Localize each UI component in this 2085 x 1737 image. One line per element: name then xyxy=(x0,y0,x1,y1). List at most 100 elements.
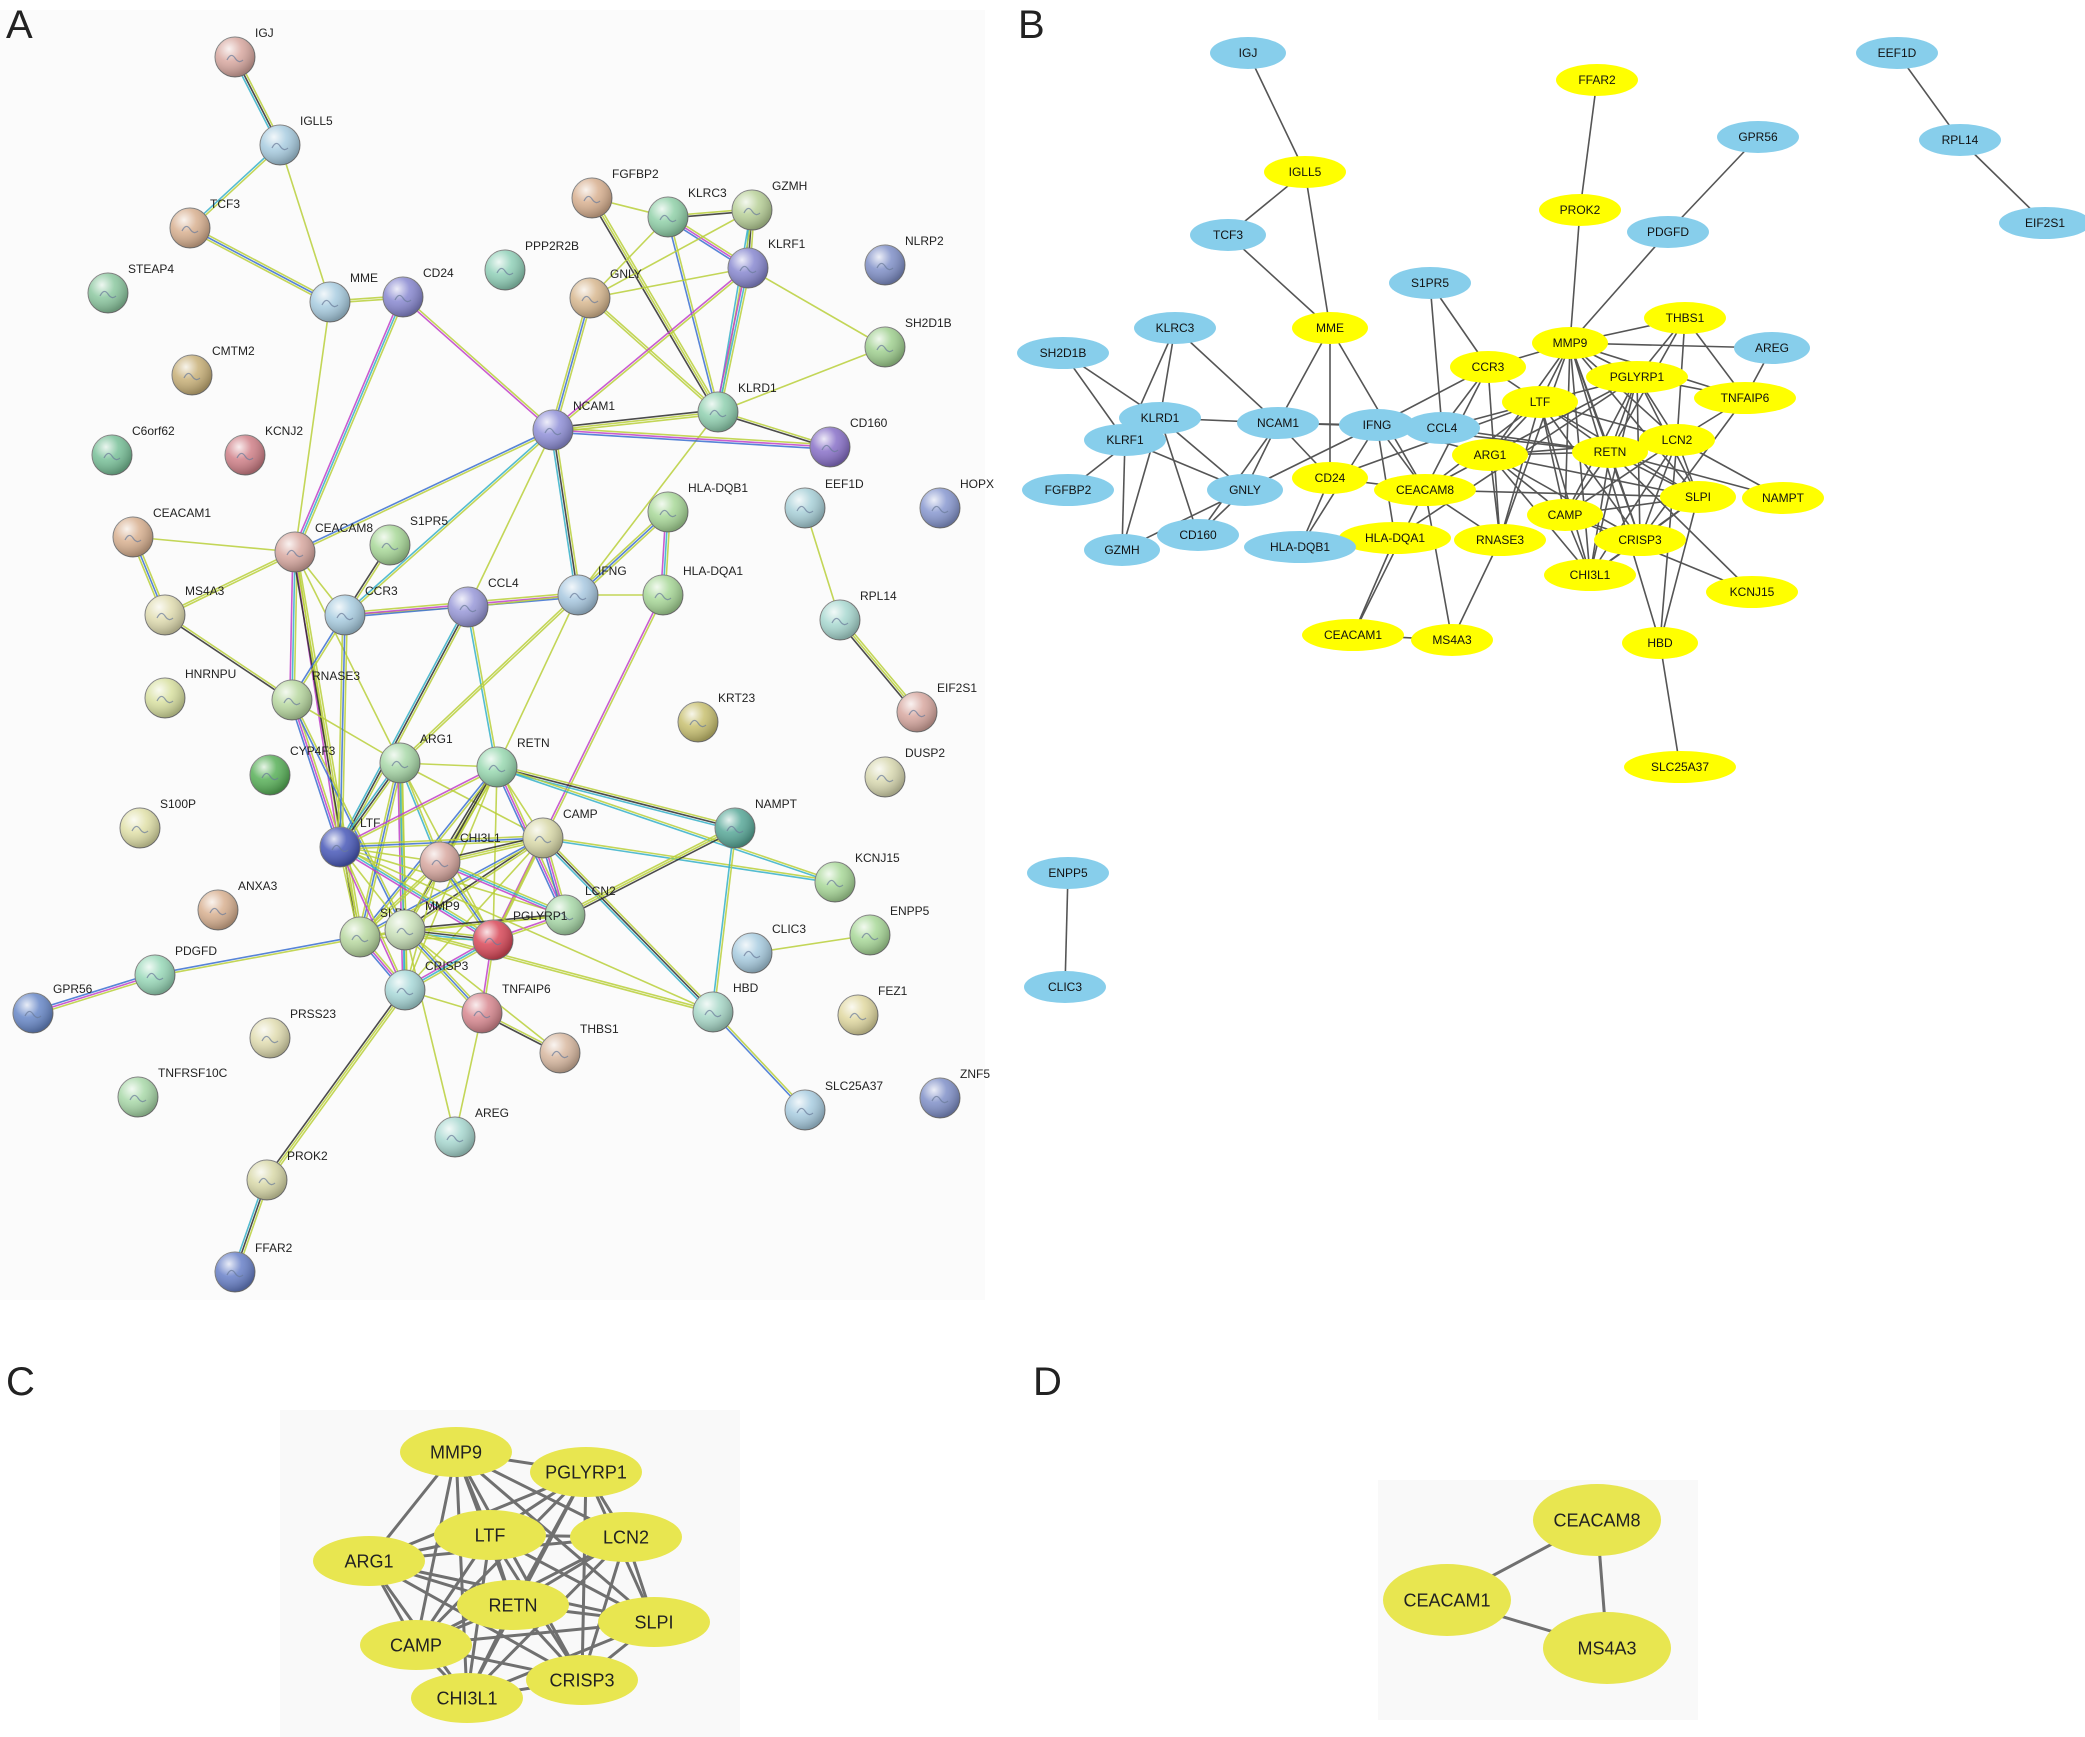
node-a-ms4a3[interactable]: MS4A3 xyxy=(144,584,225,636)
node-b-ceacam1[interactable]: CEACAM1 xyxy=(1302,619,1404,651)
node-a-ifng[interactable]: IFNG xyxy=(557,564,627,616)
node-b-klrc3[interactable]: KLRC3 xyxy=(1134,312,1216,344)
node-a-rpl14[interactable]: RPL14 xyxy=(819,589,897,641)
node-b-gnly[interactable]: GNLY xyxy=(1207,474,1283,506)
node-c-mmp9[interactable]: MMP9 xyxy=(400,1427,512,1477)
node-b-ceacam8[interactable]: CEACAM8 xyxy=(1374,474,1476,506)
node-a-cmtm2[interactable]: CMTM2 xyxy=(171,344,255,396)
node-b-fgfbp2[interactable]: FGFBP2 xyxy=(1022,474,1114,506)
node-b-ifng[interactable]: IFNG xyxy=(1339,409,1415,441)
node-b-gzmh[interactable]: GZMH xyxy=(1084,534,1160,566)
node-b-pglyrp1[interactable]: PGLYRP1 xyxy=(1586,361,1688,393)
node-a-ppp2r2b[interactable]: PPP2R2B xyxy=(484,239,579,291)
node-a-igll5[interactable]: IGLL5 xyxy=(259,114,333,166)
node-b-clic3[interactable]: CLIC3 xyxy=(1024,971,1106,1003)
node-b-areg[interactable]: AREG xyxy=(1734,332,1810,364)
node-a-ceacam1[interactable]: CEACAM1 xyxy=(112,506,211,558)
node-a-retn[interactable]: RETN xyxy=(476,736,550,788)
node-a-crisp3[interactable]: CRISP3 xyxy=(384,959,469,1011)
node-a-areg[interactable]: AREG xyxy=(434,1106,509,1158)
node-a-s100p[interactable]: S100P xyxy=(119,797,196,849)
node-a-tnfrsf10c[interactable]: TNFRSF10C xyxy=(117,1066,228,1118)
node-b-mmp9[interactable]: MMP9 xyxy=(1532,327,1608,359)
node-b-hla-dqb1[interactable]: HLA-DQB1 xyxy=(1244,531,1356,563)
node-b-ncam1[interactable]: NCAM1 xyxy=(1237,407,1319,439)
node-a-tnfaip6[interactable]: TNFAIP6 xyxy=(461,982,551,1034)
node-b-ltf[interactable]: LTF xyxy=(1502,386,1578,418)
node-a-klrc3[interactable]: KLRC3 xyxy=(647,186,727,238)
node-a-gpr56[interactable]: GPR56 xyxy=(12,982,93,1034)
node-a-klrf1[interactable]: KLRF1 xyxy=(727,237,806,289)
node-c-lcn2[interactable]: LCN2 xyxy=(570,1512,682,1562)
node-b-arg1[interactable]: ARG1 xyxy=(1452,439,1528,471)
node-d-ms4a3[interactable]: MS4A3 xyxy=(1543,1612,1671,1684)
node-b-rpl14[interactable]: RPL14 xyxy=(1919,124,2001,156)
node-a-arg1[interactable]: ARG1 xyxy=(379,732,453,784)
node-a-c6orf62[interactable]: C6orf62 xyxy=(91,424,175,476)
node-b-lcn2[interactable]: LCN2 xyxy=(1639,424,1715,456)
node-a-clic3[interactable]: CLIC3 xyxy=(731,922,806,974)
node-b-klrf1[interactable]: KLRF1 xyxy=(1084,424,1166,456)
node-b-cd24[interactable]: CD24 xyxy=(1292,462,1368,494)
node-a-fez1[interactable]: FEZ1 xyxy=(837,984,908,1036)
node-a-hopx[interactable]: HOPX xyxy=(919,477,994,529)
node-a-igj[interactable]: IGJ xyxy=(214,26,274,78)
node-a-prss23[interactable]: PRSS23 xyxy=(249,1007,336,1059)
node-a-tcf3[interactable]: TCF3 xyxy=(169,197,240,249)
node-b-slc25a37[interactable]: SLC25A37 xyxy=(1624,751,1736,783)
node-a-hla-dqb1[interactable]: HLA-DQB1 xyxy=(647,481,748,533)
node-a-nlrp2[interactable]: NLRP2 xyxy=(864,234,944,286)
node-a-sh2d1b[interactable]: SH2D1B xyxy=(864,316,952,368)
node-b-enpp5[interactable]: ENPP5 xyxy=(1027,857,1109,889)
node-b-chi3l1[interactable]: CHI3L1 xyxy=(1544,559,1636,591)
node-a-gzmh[interactable]: GZMH xyxy=(731,179,807,231)
node-b-igll5[interactable]: IGLL5 xyxy=(1264,156,1346,188)
node-a-mmp9[interactable]: MMP9 xyxy=(384,899,460,951)
node-a-slc25a37[interactable]: SLC25A37 xyxy=(784,1079,883,1131)
node-a-eef1d[interactable]: EEF1D xyxy=(784,477,864,529)
node-b-cd160[interactable]: CD160 xyxy=(1157,519,1239,551)
node-b-eif2s1[interactable]: EIF2S1 xyxy=(1999,207,2085,239)
node-a-steap4[interactable]: STEAP4 xyxy=(87,262,174,314)
node-b-pdgfd[interactable]: PDGFD xyxy=(1627,216,1709,248)
node-a-nampt[interactable]: NAMPT xyxy=(714,797,798,849)
node-b-tnfaip6[interactable]: TNFAIP6 xyxy=(1694,382,1796,414)
node-a-kcnj15[interactable]: KCNJ15 xyxy=(814,851,900,903)
node-b-eef1d[interactable]: EEF1D xyxy=(1856,37,1938,69)
node-b-thbs1[interactable]: THBS1 xyxy=(1644,302,1726,334)
node-b-slpi[interactable]: SLPI xyxy=(1660,481,1736,513)
node-a-pglyrp1[interactable]: PGLYRP1 xyxy=(472,909,568,961)
node-c-pglyrp1[interactable]: PGLYRP1 xyxy=(530,1447,642,1497)
node-a-ceacam8[interactable]: CEACAM8 xyxy=(274,521,373,573)
node-b-hla-dqa1[interactable]: HLA-DQA1 xyxy=(1339,522,1451,554)
node-a-s1pr5[interactable]: S1PR5 xyxy=(369,514,448,566)
node-b-sh2d1b[interactable]: SH2D1B xyxy=(1017,337,1109,369)
node-a-fgfbp2[interactable]: FGFBP2 xyxy=(571,167,659,219)
node-a-klrd1[interactable]: KLRD1 xyxy=(697,381,777,433)
node-b-mme[interactable]: MME xyxy=(1292,312,1368,344)
node-a-camp[interactable]: CAMP xyxy=(522,807,598,859)
node-b-tcf3[interactable]: TCF3 xyxy=(1190,219,1266,251)
node-a-cd24[interactable]: CD24 xyxy=(382,266,454,318)
node-c-slpi[interactable]: SLPI xyxy=(598,1597,710,1647)
node-a-ccr3[interactable]: CCR3 xyxy=(324,584,398,636)
node-b-ffar2[interactable]: FFAR2 xyxy=(1556,64,1638,96)
node-d-ceacam1[interactable]: CEACAM1 xyxy=(1383,1564,1511,1636)
node-a-thbs1[interactable]: THBS1 xyxy=(539,1022,619,1074)
node-c-ltf[interactable]: LTF xyxy=(434,1510,546,1560)
node-b-ccl4[interactable]: CCL4 xyxy=(1404,412,1480,444)
node-c-chi3l1[interactable]: CHI3L1 xyxy=(411,1673,523,1723)
node-a-ncam1[interactable]: NCAM1 xyxy=(532,399,615,451)
node-b-nampt[interactable]: NAMPT xyxy=(1742,482,1824,514)
node-b-kcnj15[interactable]: KCNJ15 xyxy=(1706,576,1798,608)
node-b-igj[interactable]: IGJ xyxy=(1210,37,1286,69)
node-a-kcnj2[interactable]: KCNJ2 xyxy=(224,424,303,476)
node-b-retn[interactable]: RETN xyxy=(1572,436,1648,468)
node-a-rnase3[interactable]: RNASE3 xyxy=(271,669,360,721)
node-c-camp[interactable]: CAMP xyxy=(360,1620,472,1670)
node-b-gpr56[interactable]: GPR56 xyxy=(1717,121,1799,153)
node-a-pdgfd[interactable]: PDGFD xyxy=(134,944,217,996)
node-c-arg1[interactable]: ARG1 xyxy=(313,1536,425,1586)
node-b-crisp3[interactable]: CRISP3 xyxy=(1594,524,1686,556)
node-a-hla-dqa1[interactable]: HLA-DQA1 xyxy=(642,564,743,616)
